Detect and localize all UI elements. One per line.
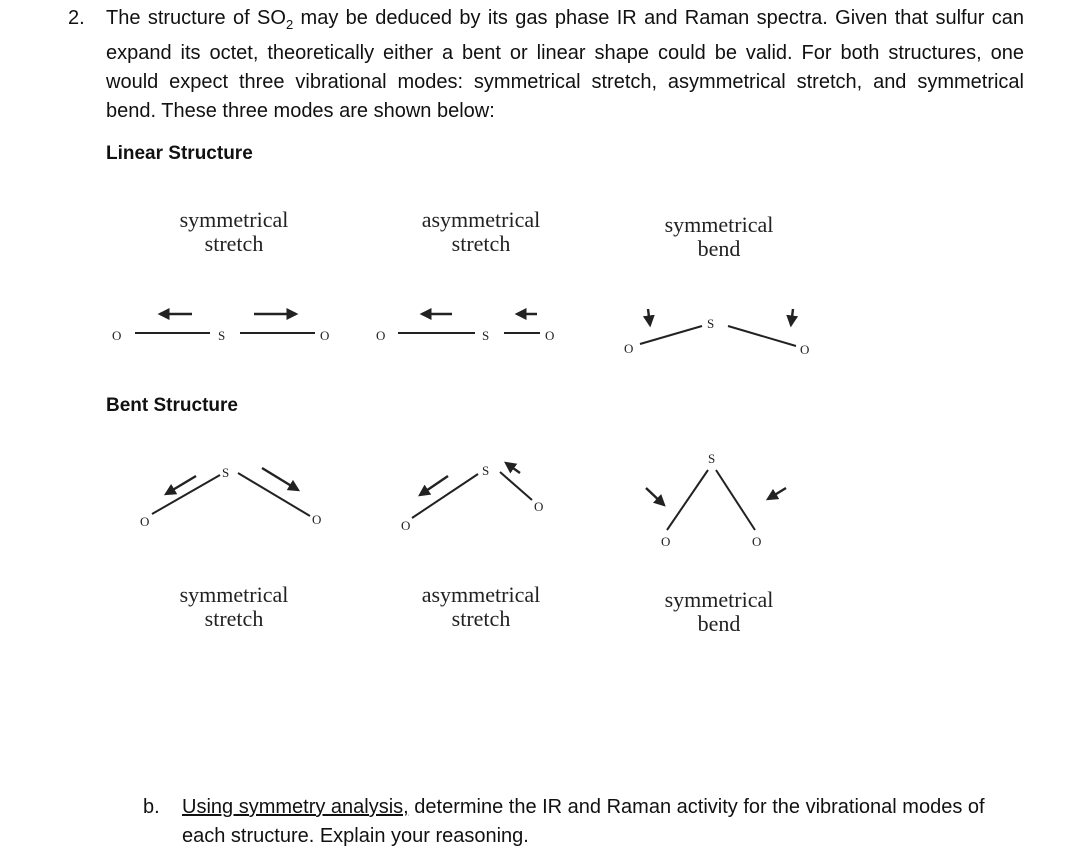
bond	[727, 325, 797, 347]
displacement-arrow	[786, 308, 799, 328]
oxygen-atom-label: O	[800, 342, 809, 357]
sulfur-atom-label: S	[707, 316, 714, 331]
displacement-arrow	[163, 474, 197, 496]
so2-subscript: 2	[285, 17, 294, 32]
linear-symmetric-bend-molecule: O S O	[624, 308, 809, 357]
displacement-arrow	[642, 308, 655, 328]
oxygen-atom-label: O	[752, 534, 761, 549]
oxygen-atom-label: O	[140, 514, 149, 529]
linear-structure-heading: Linear Structure	[106, 143, 253, 164]
oxygen-atom-label: O	[376, 328, 385, 343]
part-b-underlined: Using symmetry analysis,	[182, 796, 409, 818]
bent-structure-heading: Bent Structure	[106, 395, 238, 416]
oxygen-atom-label: O	[534, 499, 543, 514]
linear-mode-2-line2: stretch	[451, 231, 511, 256]
oxygen-atom-label: O	[545, 328, 554, 343]
linear-mode-3-line1: symmetrical	[664, 212, 774, 237]
bond	[411, 473, 479, 519]
displacement-arrow	[418, 475, 449, 497]
linear-mode-2-label: asymmetrical stretch	[391, 208, 571, 256]
bent-mode-2-line1: asymmetrical	[421, 582, 541, 607]
linear-mode-3-line2: bend	[697, 236, 741, 261]
question-number: 2.	[68, 7, 85, 29]
oxygen-atom-label: O	[401, 518, 410, 533]
bent-mode-3-line2: bend	[697, 611, 741, 636]
linear-mode-3-label: symmetrical bend	[629, 213, 809, 261]
oxygen-atom-label: O	[312, 512, 321, 527]
sulfur-atom-label: S	[222, 465, 229, 480]
linear-mode-2-line1: asymmetrical	[421, 207, 541, 232]
question-text: The structure of SO2 may be deduced by i…	[106, 4, 1024, 126]
part-b-rest: determine the IR and Raman activity for …	[182, 796, 985, 847]
question-text-start: The structure of SO	[106, 7, 286, 29]
oxygen-atom-label: O	[624, 341, 633, 356]
bent-symmetric-stretch-molecule: O S O	[140, 465, 321, 529]
bent-mode-1-line1: symmetrical	[179, 582, 289, 607]
bent-mode-2-line2: stretch	[451, 606, 511, 631]
bond	[639, 325, 703, 345]
displacement-arrow	[261, 466, 301, 492]
question-text-end: may be deduced by its gas phase IR and R…	[106, 7, 1024, 122]
sulfur-atom-label: S	[482, 328, 489, 343]
bond	[666, 469, 709, 531]
part-b-text: Using symmetry analysis, determine the I…	[182, 793, 1032, 851]
displacement-arrow	[765, 486, 787, 501]
displacement-arrow	[645, 487, 666, 507]
bond	[499, 471, 533, 501]
bent-asymmetric-stretch-molecule: O S O	[401, 461, 543, 533]
oxygen-atom-label: O	[112, 328, 121, 343]
sulfur-atom-label: S	[708, 451, 715, 466]
sulfur-atom-label: S	[218, 328, 225, 343]
bond	[151, 474, 221, 515]
linear-symmetric-stretch-molecule: O S O	[112, 308, 329, 343]
displacement-arrow	[504, 461, 521, 474]
oxygen-atom-label: O	[320, 328, 329, 343]
linear-mode-1-line2: stretch	[204, 231, 264, 256]
sulfur-atom-label: S	[482, 463, 489, 478]
bent-mode-1-line2: stretch	[204, 606, 264, 631]
bent-mode-1-label: symmetrical stretch	[144, 583, 324, 631]
part-b-letter: b.	[143, 796, 160, 818]
bond	[237, 472, 311, 517]
bent-mode-2-label: asymmetrical stretch	[391, 583, 571, 631]
linear-asymmetric-stretch-molecule: O S O	[376, 308, 554, 343]
bond	[715, 469, 756, 531]
linear-mode-1-line1: symmetrical	[179, 207, 289, 232]
oxygen-atom-label: O	[661, 534, 670, 549]
linear-mode-1-label: symmetrical stretch	[144, 208, 324, 256]
bent-symmetric-bend-molecule: S O O	[645, 451, 787, 549]
bent-mode-3-label: symmetrical bend	[629, 588, 809, 636]
bent-mode-3-line1: symmetrical	[664, 587, 774, 612]
